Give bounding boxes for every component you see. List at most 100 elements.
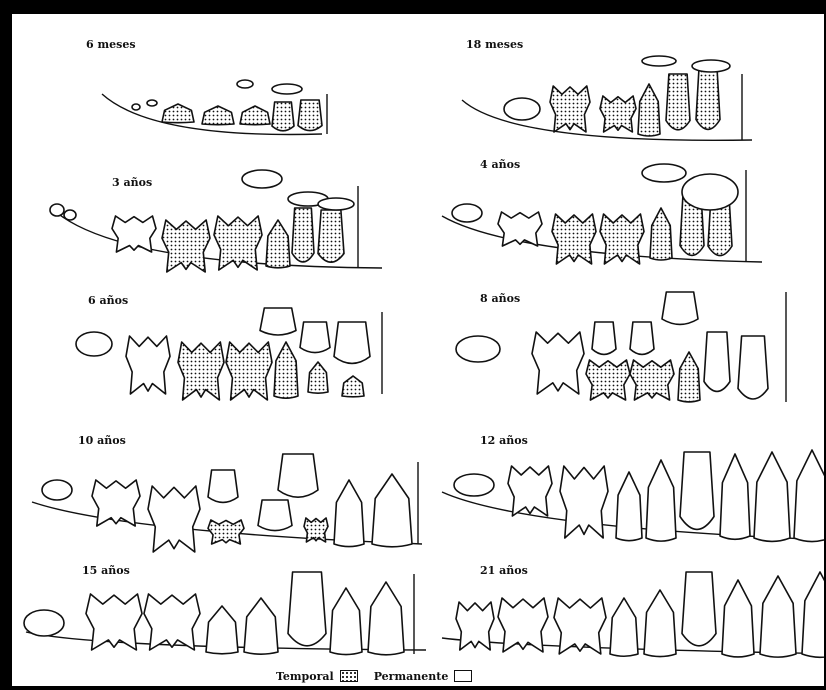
deciduous-molar [226,342,272,400]
permanent-incisor [278,454,318,497]
permanent-molar [144,594,200,650]
deciduous-molar [630,360,674,400]
legend-temporal-swatch [340,670,358,682]
deciduous-tooth [202,106,234,125]
deciduous-molar [600,214,644,264]
permanent-tooth [334,480,364,547]
permanent-tooth [368,582,404,655]
deciduous-molar [600,96,636,132]
stage-panel-8-anos: 8 años [432,292,824,422]
permanent-incisor [704,332,730,391]
permanent-tooth [646,460,676,541]
permanent-incisor [738,336,768,399]
tooth-bud [24,610,64,636]
stage-panel-6-meses: 6 meses [72,34,472,164]
permanent-tooth [616,472,642,541]
permanent-incisor [208,470,238,502]
stage-panel-6-anos: 6 años [62,292,462,422]
permanent-tooth [644,590,676,657]
permanent-molar [554,598,606,654]
stage-panel-4-anos: 4 años [432,156,824,286]
deciduous-incisor [696,70,720,129]
permanent-incisor [300,322,330,353]
permanent-incisor [680,452,714,529]
tooth-bud [237,80,253,88]
deciduous-incisor [666,74,690,130]
deciduous-molar [304,518,328,542]
stage-panel-12-anos: 12 años [432,432,824,562]
dentition-drawing [432,156,824,286]
permanent-molar [112,216,156,252]
tooth-bud [452,204,482,222]
dentition-drawing [72,34,472,164]
deciduous-molar [178,342,224,400]
permanent-tooth [372,474,412,547]
deciduous-tooth [240,106,270,125]
deciduous-incisor [292,208,314,262]
tooth-bud [682,174,738,210]
permanent-incisor [682,572,716,646]
dentition-drawing [22,432,422,562]
permanent-tooth [720,454,750,539]
deciduous-incisor [318,210,344,262]
dentition-drawing [16,558,416,686]
deciduous-incisor [272,102,294,131]
permanent-tooth [802,572,824,657]
permanent-molar [148,486,200,552]
stage-panel-10-anos: 10 años [22,432,422,562]
tooth-bud [76,332,112,356]
permanent-molar [498,598,548,652]
deciduous-tooth [162,104,194,123]
stage-panel-21-anos: 21 años [432,558,824,686]
tooth-bud [272,84,302,94]
dentition-drawing [432,292,824,422]
dentition-drawing [452,34,824,164]
tooth-bud [147,100,157,106]
permanent-tooth [610,598,638,656]
permanent-molar [92,480,140,526]
tooth-bud [692,60,730,72]
stage-panel-3-anos: 3 años [42,156,442,286]
deciduous-tooth [678,352,700,402]
tooth-bud [642,164,686,182]
permanent-incisor [260,308,296,335]
permanent-molar [126,336,170,394]
permanent-tooth [330,588,362,655]
legend-temporal-label: Temporal [276,670,334,683]
permanent-tooth [754,452,790,541]
tooth-bud [42,480,72,500]
permanent-tooth [760,576,796,657]
permanent-incisor [662,292,698,324]
permanent-molar [86,594,142,650]
permanent-molar [508,466,552,516]
tooth-bud [50,204,64,216]
deciduous-tooth [650,208,672,260]
legend-permanente-swatch [454,670,472,682]
dentition-drawing [42,156,442,286]
permanent-incisor [630,322,654,354]
deciduous-tooth [274,342,298,398]
deciduous-tooth [342,376,364,397]
permanent-tooth [794,450,824,542]
deciduous-tooth [308,362,328,393]
permanent-incisor [288,572,326,646]
tooth-bud [64,210,76,220]
tooth-bud [454,474,494,496]
permanent-molar [498,212,542,246]
permanent-tooth [206,606,238,654]
permanent-molar [560,466,608,538]
legend-permanente-label: Permanente [374,670,449,683]
deciduous-tooth [638,84,660,136]
diagram-sheet: 6 meses 18 meses 3 años 4 años 6 años 8 … [12,14,824,686]
deciduous-molar [552,214,596,264]
dentition-drawing [432,432,824,562]
permanent-tooth [244,598,278,654]
legend: Temporal Permanente [276,668,482,684]
deciduous-incisor [298,100,322,131]
deciduous-molar [550,86,590,132]
stage-panel-18-meses: 18 meses [452,34,824,164]
deciduous-molar [586,360,630,400]
permanent-incisor [258,500,292,531]
deciduous-tooth [266,220,290,268]
